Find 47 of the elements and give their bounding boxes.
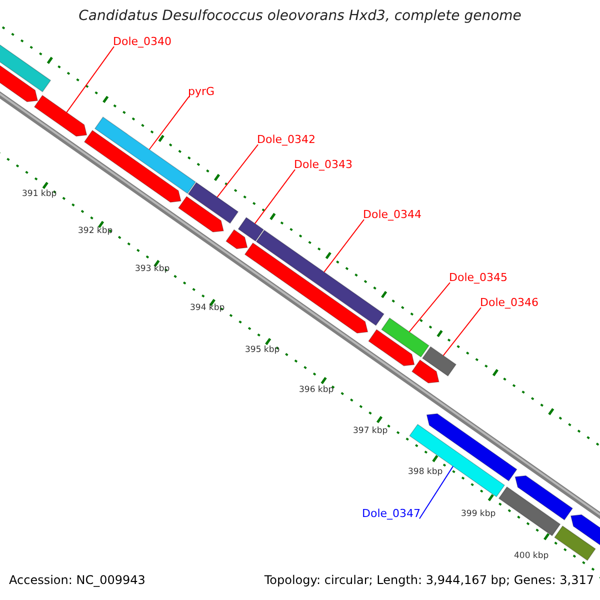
title: Candidatus Desulfococcus oleovorans Hxd3, complete genome (78, 8, 522, 24)
gene-feature (514, 475, 574, 520)
leader-line (324, 219, 364, 273)
gene-feature (238, 216, 264, 242)
gene-label: Dole_0342 (257, 134, 316, 147)
gene-label: Dole_0340 (113, 36, 172, 49)
tick-label: 394 kbp (190, 304, 225, 314)
gene-feature (426, 413, 518, 482)
tick-label: 395 kbp (245, 346, 280, 356)
gene-feature (368, 329, 415, 366)
tick-label: 392 kbp (78, 227, 113, 237)
gene-feature (554, 525, 596, 561)
gene-label: Dole_0343 (294, 159, 353, 172)
gene-feature (244, 242, 368, 334)
leader-line (148, 96, 190, 150)
leader-line (254, 169, 296, 224)
tick-label: 396 kbp (299, 386, 334, 396)
info-text: Topology: circular; Length: 3,944,167 bp; Genes: 3,317 (264, 574, 594, 588)
gene-label: Dole_0345 (449, 272, 508, 285)
leader-line (408, 282, 450, 332)
gene-label: Dole_0344 (363, 209, 422, 222)
gene-feature (188, 182, 239, 224)
tick-label: 400 kbp (514, 552, 549, 562)
tick-label: 397 kbp (353, 427, 388, 437)
gene-feature (84, 130, 182, 203)
gene-label: pyrG (188, 86, 215, 99)
gene-feature (178, 196, 224, 232)
leader-line (419, 466, 454, 520)
gene-feature (422, 346, 457, 377)
leader-line (66, 46, 114, 113)
gene-feature (411, 359, 440, 384)
leader-line (442, 307, 482, 356)
gene-feature (34, 94, 88, 137)
tick-label: 399 kbp (461, 510, 496, 520)
gene-feature (381, 317, 430, 358)
gene-label: Dole_0346 (480, 297, 539, 310)
tick-label: 393 kbp (135, 265, 170, 275)
gene-feature (94, 116, 196, 194)
gene-feature (226, 229, 248, 250)
leader-line (216, 144, 258, 198)
gene-feature (498, 486, 561, 536)
gene-feature (256, 230, 384, 326)
gene-label: Dole_0347 (362, 508, 421, 521)
tick-label: 391 kbp (22, 190, 57, 200)
gene-feature (409, 424, 506, 498)
tick-label: 398 kbp (408, 468, 443, 478)
info-text: Accession: NC_009943 (9, 574, 146, 588)
